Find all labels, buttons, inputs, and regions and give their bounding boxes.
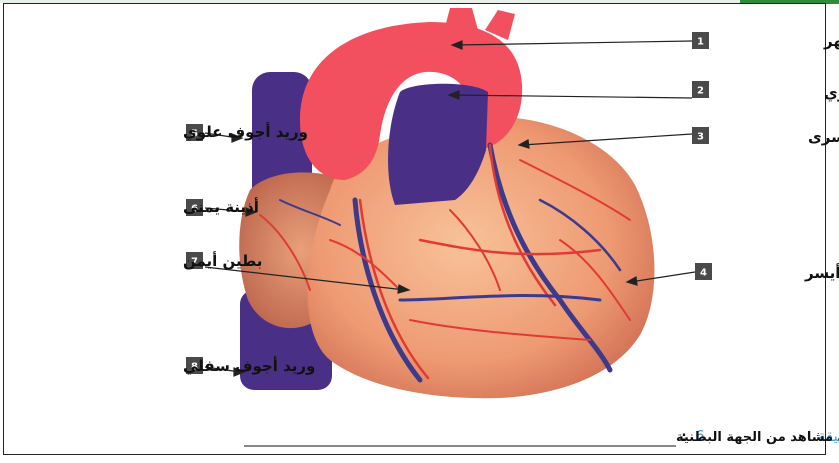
label-pulmonary-artery: شريان رئوي [824,84,839,103]
badge-1-num: 1 [697,37,704,48]
badge-4: 4 [695,263,712,280]
label-superior-vena-cava: وريد أجوف علوي [183,122,308,142]
figure-caption: الوثيقة 6 : رسم تخطيطي لقلب خروف مشاهد م… [244,427,839,446]
badge-2: 2 [692,81,709,98]
label-left-ventricle: بطين أيسر [804,263,839,282]
label-right-atrium: أذينة يمنى [183,197,259,216]
badge-2-num: 2 [697,86,704,97]
aorta-branch-1 [445,8,478,30]
caption-text: رسم تخطيطي لقلب خروف مشاهد من الجهة البط… [676,430,839,445]
label-left-atrium: أذينة يسرى [808,127,839,146]
label-right-ventricle: بطين أيمن [183,251,262,270]
badge-3: 3 [692,127,709,144]
label-inferior-vena-cava: وريد أجوف سفلي [183,356,315,375]
badge-3-num: 3 [697,132,704,143]
badge-1: 1 [692,32,709,49]
label-aorta: شريان أبهر [823,31,839,50]
badge-4-num: 4 [700,268,707,279]
